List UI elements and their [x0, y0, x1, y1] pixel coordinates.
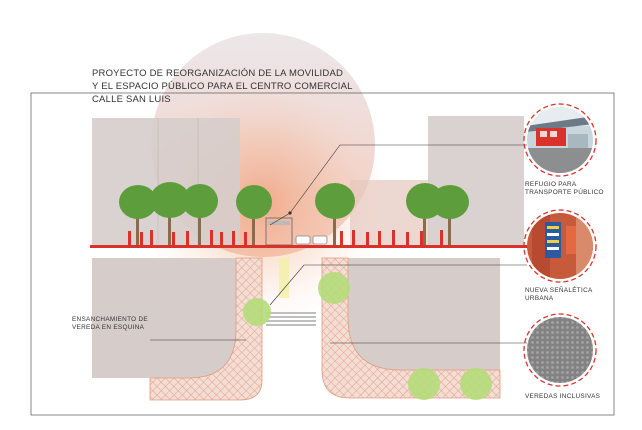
- tree: [236, 185, 272, 246]
- building-right: [428, 116, 524, 246]
- label-senaletica: NUEVA SEÑALÉTICA URBANA: [525, 287, 593, 303]
- title-line-3: CALLE SAN LUIS: [92, 94, 171, 105]
- title-line-1: PROYECTO DE REORGANIZACIÓN DE LA MOVILID…: [92, 68, 344, 79]
- label-ensanchamiento-line2: VEREDA EN ESQUINA: [72, 324, 145, 331]
- vehicles: [295, 235, 328, 245]
- callout-veredas: [523, 313, 597, 387]
- label-veredas: VEREDAS INCLUSIVAS: [525, 393, 600, 401]
- crosswalk: [266, 312, 316, 326]
- label-senaletica-line1: NUEVA SEÑALÉTICA: [525, 287, 593, 294]
- plan-block-left: [92, 257, 263, 401]
- plan-block-right: [321, 257, 501, 399]
- label-ensanchamiento-line1: ENSANCHAMIENTO DE: [72, 316, 148, 323]
- diagram-frame: [30, 92, 615, 416]
- tree: [431, 185, 469, 246]
- callout-refugio: [523, 103, 597, 177]
- label-veredas-line1: VEREDAS INCLUSIVAS: [525, 393, 601, 400]
- street-elevation: [92, 116, 524, 246]
- leader-dot: [288, 211, 292, 215]
- label-ensanchamiento: ENSANCHAMIENTO DE VEREDA EN ESQUINA: [72, 316, 148, 332]
- tree: [150, 182, 190, 246]
- plan-trees: [243, 272, 492, 400]
- title-line-2: Y EL ESPACIO PÚBLICO PARA EL CENTRO COME…: [92, 81, 353, 92]
- leader-lines: [150, 144, 527, 344]
- building-left: [92, 118, 240, 246]
- callout-senaletica: [523, 209, 597, 283]
- label-refugio: REFUGIO PARA TRANSPORTE PÚBLICO: [525, 181, 604, 197]
- tree: [315, 183, 355, 246]
- pedestrians: [128, 230, 443, 245]
- trees: [119, 182, 469, 246]
- street-strip: [279, 258, 289, 298]
- tree: [182, 184, 218, 246]
- tree: [119, 185, 157, 246]
- label-refugio-line2: TRANSPORTE PÚBLICO: [525, 189, 604, 196]
- label-senaletica-line2: URBANA: [525, 295, 554, 302]
- label-refugio-line1: REFUGIO PARA: [525, 181, 577, 188]
- sidewalk-line: [90, 245, 528, 248]
